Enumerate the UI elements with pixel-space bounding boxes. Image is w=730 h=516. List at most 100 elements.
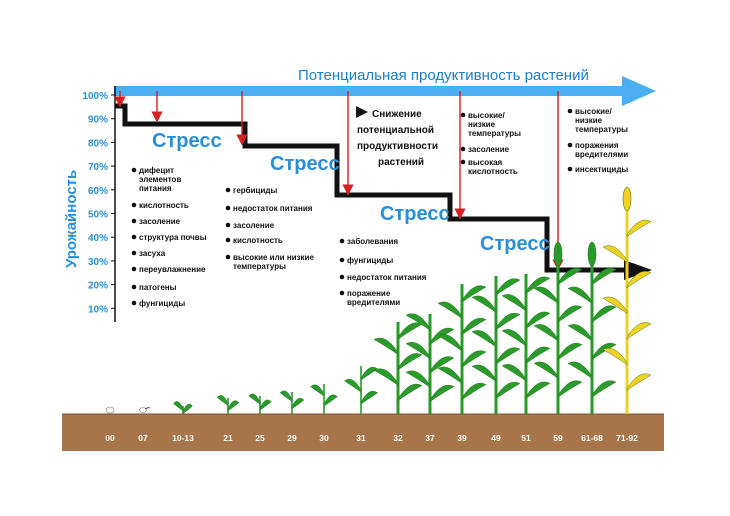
plant-stage-illustration xyxy=(248,393,272,414)
stress-factor-item: недостаток питания xyxy=(225,204,313,213)
bullet-icon xyxy=(225,222,231,228)
bullet-icon xyxy=(131,234,137,240)
staircase-arrowhead xyxy=(624,260,652,280)
yield-staircase xyxy=(115,103,626,273)
stress-factor-item: засоление xyxy=(131,217,181,226)
bullet-icon xyxy=(131,284,137,290)
plant-stage-illustration xyxy=(344,366,378,414)
stress-factor-text: засоление xyxy=(233,221,275,230)
bullet-icon xyxy=(339,274,345,280)
stress-factor-item: фунгициды xyxy=(339,256,393,265)
stress-factor-text: структура почвы xyxy=(139,233,207,242)
stress-factor-text: засоление xyxy=(468,145,510,154)
stress-factor-text: засоление xyxy=(139,217,181,226)
plant-stage-illustration xyxy=(437,284,487,414)
plant-stage-illustration xyxy=(105,406,115,414)
stress-factor-item: фунгициды xyxy=(131,299,185,308)
plant-stage-illustration xyxy=(405,313,455,414)
growth-stage-label: 39 xyxy=(457,433,467,443)
stress-factor-text: фунгициды xyxy=(139,299,185,308)
stress-factor-item: недостаток питания xyxy=(339,273,427,282)
growth-stage-label: 25 xyxy=(255,433,265,443)
stress-factor-item: переувлажнение xyxy=(131,265,206,274)
reduction-line: Снижение xyxy=(372,109,422,120)
y-tick-label: 30% xyxy=(88,257,108,268)
plant-stage-illustration xyxy=(310,384,338,414)
y-axis-title: Урожайность xyxy=(63,170,80,268)
stress-factor-text: недостаток питания xyxy=(347,273,427,282)
growth-stage-label: 32 xyxy=(393,433,403,443)
plant-growth-sequence xyxy=(105,186,652,414)
plant-stage-illustration xyxy=(216,395,240,414)
stress-factor-item: заболевания xyxy=(339,237,398,246)
pointer-icon xyxy=(356,106,368,118)
bullet-icon xyxy=(567,108,573,114)
bullet-icon xyxy=(225,254,231,260)
y-tick-label: 40% xyxy=(88,233,108,244)
stress-label: Стресс xyxy=(270,153,340,175)
stress-factor-item: засуха xyxy=(131,249,166,258)
growth-stage-label: 07 xyxy=(138,433,148,443)
y-tick-label: 10% xyxy=(88,304,108,315)
bullet-icon xyxy=(460,159,466,165)
stress-factor-item: кислотность xyxy=(131,201,189,210)
stress-factor-item: засоление xyxy=(460,145,510,154)
stress-factor-text: недостаток питания xyxy=(233,204,313,213)
bullet-icon xyxy=(131,250,137,256)
stress-factor-text: гербициды xyxy=(233,186,277,195)
y-tick-label: 20% xyxy=(88,281,108,292)
bullet-icon xyxy=(339,238,345,244)
bullet-icon xyxy=(567,142,573,148)
potential-productivity-arrow xyxy=(114,76,656,106)
stress-factor-item: засоление xyxy=(225,221,275,230)
bullet-icon xyxy=(460,146,466,152)
stress-factor-text: заболевания xyxy=(347,237,398,246)
stress-label: Стресс xyxy=(152,130,222,152)
plant-stage-illustration xyxy=(501,274,551,414)
bullet-icon xyxy=(460,112,466,118)
growth-stage-label: 29 xyxy=(287,433,297,443)
stress-factor-text: патогены xyxy=(139,283,177,292)
bullet-icon xyxy=(225,187,231,193)
growth-stage-label: 00 xyxy=(105,433,115,443)
bullet-icon xyxy=(339,257,345,263)
bullet-icon xyxy=(225,237,231,243)
bullet-icon xyxy=(131,218,137,224)
diagram-title: Потенциальная продуктивность растений xyxy=(298,67,589,84)
stress-factor-text: инсектициды xyxy=(575,165,628,174)
plant-stage-illustration xyxy=(139,407,151,413)
stress-label: Стресс xyxy=(480,233,550,255)
stress-factor-text: фунгициды xyxy=(347,256,393,265)
stress-factor-text: засуха xyxy=(139,249,166,258)
stress-factor-item: гербициды xyxy=(225,186,277,195)
y-tick-label: 50% xyxy=(88,210,108,221)
y-tick-label: 70% xyxy=(88,162,108,173)
plant-stage-illustration xyxy=(373,322,423,414)
plant-stage-illustration xyxy=(173,401,193,414)
plant-stage-illustration xyxy=(602,186,652,414)
bullet-icon xyxy=(225,205,231,211)
reduction-line: растений xyxy=(378,157,424,168)
y-tick-label: 90% xyxy=(88,115,108,126)
growth-stage-label: 61-68 xyxy=(581,433,603,443)
stress-factor-text: кислотность xyxy=(139,201,189,210)
stress-factor-item: структура почвы xyxy=(131,233,207,242)
plant-stage-illustration xyxy=(471,276,521,414)
growth-stage-label: 37 xyxy=(425,433,435,443)
